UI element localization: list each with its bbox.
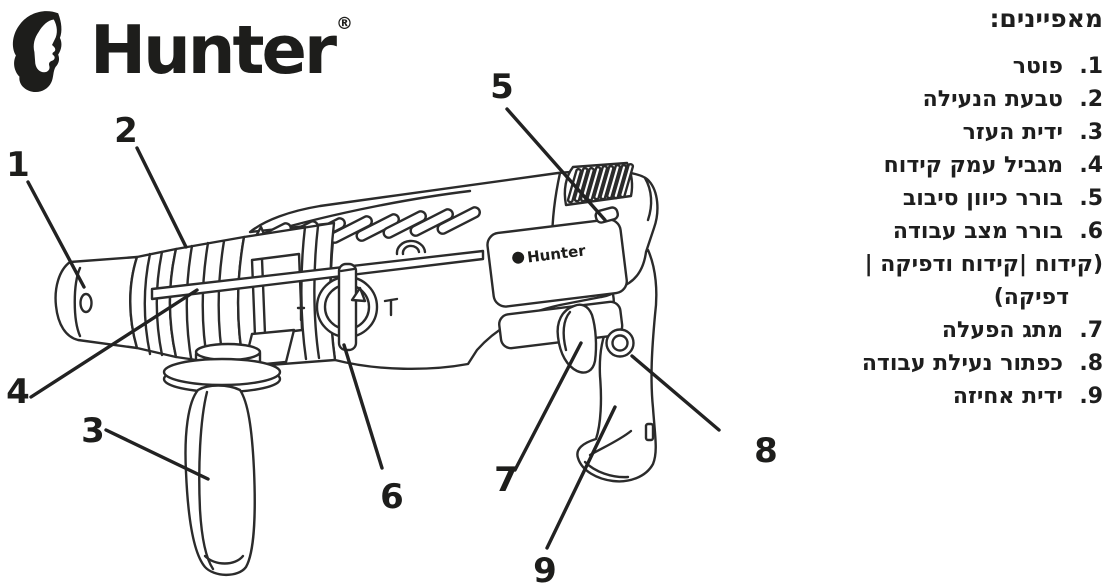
callout-lines (26, 107, 721, 550)
legend-item-label: ידית העזר (962, 120, 1063, 145)
callout-2: 2 (114, 111, 138, 151)
legend-title: מאפיינים: (989, 4, 1103, 33)
legend-item: 3. ידית העזר (781, 116, 1103, 149)
leader-line-5 (505, 107, 607, 222)
direction-selector (594, 206, 619, 224)
leader-line-7 (513, 341, 583, 472)
legend-item: 1. פוטר (781, 50, 1103, 83)
legend-item-label: בורר מצב עבודה (892, 219, 1063, 244)
leader-line-4 (29, 288, 199, 399)
legend-item: 4. מגביל עמק קידוח (781, 149, 1103, 182)
legend-item-label: בורר כיוון סיבוב (902, 186, 1063, 211)
side-panel: Hunter (486, 218, 628, 350)
legend-item-number: 9. (1079, 384, 1103, 409)
callout-6: 6 (380, 477, 404, 517)
leader-line-3 (104, 428, 210, 481)
legend-item: 5. בורר כיוון סיבוב (781, 182, 1103, 215)
callout-8: 8 (754, 431, 778, 471)
legend-item: 7. מתג הפעלה (781, 314, 1103, 347)
leader-line-2 (135, 146, 188, 249)
brand-logo-text: Hunter (90, 11, 337, 89)
features-legend: מאפיינים: 1. פוטר 2. טבעת הנעילה 3. ידית… (781, 4, 1103, 413)
lock-button (605, 328, 635, 358)
leader-line-1 (26, 180, 86, 289)
callout-4: 4 (6, 372, 30, 412)
auxiliary-handle (162, 252, 304, 577)
legend-item-continuation: (קידוח |קידוח ודפיקה | (864, 252, 1103, 277)
legend-item-number: 3. (1079, 120, 1103, 145)
brand-logo: Hunter ® (8, 6, 353, 98)
hunter-face-icon (12, 11, 62, 93)
legend-item-label: כפתור נעילת עבודה (861, 351, 1063, 376)
callout-numbers: 1 2 3 4 5 6 7 8 9 (6, 67, 778, 584)
grip-handle (184, 384, 256, 577)
depth-gauge-rod (150, 249, 485, 301)
callout-7: 7 (494, 460, 518, 500)
legend-item-number: 2. (1079, 87, 1103, 112)
legend-item-number: 8. (1079, 351, 1103, 376)
legend-item-label: טבעת הנעילה (922, 87, 1063, 112)
legend-item-continuation: דפיקה) (993, 285, 1069, 310)
legend-item-label: ידית אחיזה (952, 384, 1063, 409)
legend-item-number: 6. (1079, 219, 1103, 244)
trigger-switch (556, 303, 598, 374)
leader-line-6 (342, 343, 384, 470)
legend-item: 6. בורר מצב עבודה (781, 215, 1103, 248)
legend-item-number: 7. (1079, 318, 1103, 343)
legend-item-label: מתג הפעלה (941, 318, 1063, 343)
legend-item: 9. ידית אחיזה (781, 380, 1103, 413)
callout-5: 5 (490, 67, 514, 107)
callout-1: 1 (6, 145, 30, 185)
legend-item-label: מגביל עמק קידוח (883, 153, 1063, 178)
drill-mode-icon (296, 302, 306, 322)
leader-line-8 (630, 354, 721, 432)
callout-3: 3 (81, 411, 105, 451)
legend-item-number: 5. (1079, 186, 1103, 211)
legend-item-number: 4. (1079, 153, 1103, 178)
legend-item: 8. כפתור נעילת עבודה (781, 347, 1103, 380)
legend-item: 2. טבעת הנעילה (781, 83, 1103, 116)
mode-selector-knob (296, 262, 399, 352)
registered-mark: ® (335, 14, 353, 34)
legend-item-number: 1. (1079, 54, 1103, 79)
hammer-mode-icon (383, 297, 399, 317)
callout-9: 9 (533, 551, 557, 584)
leader-line-9 (545, 405, 617, 550)
device-logo-face-icon (512, 251, 525, 264)
legend-item-label: פוטר (1012, 54, 1063, 79)
